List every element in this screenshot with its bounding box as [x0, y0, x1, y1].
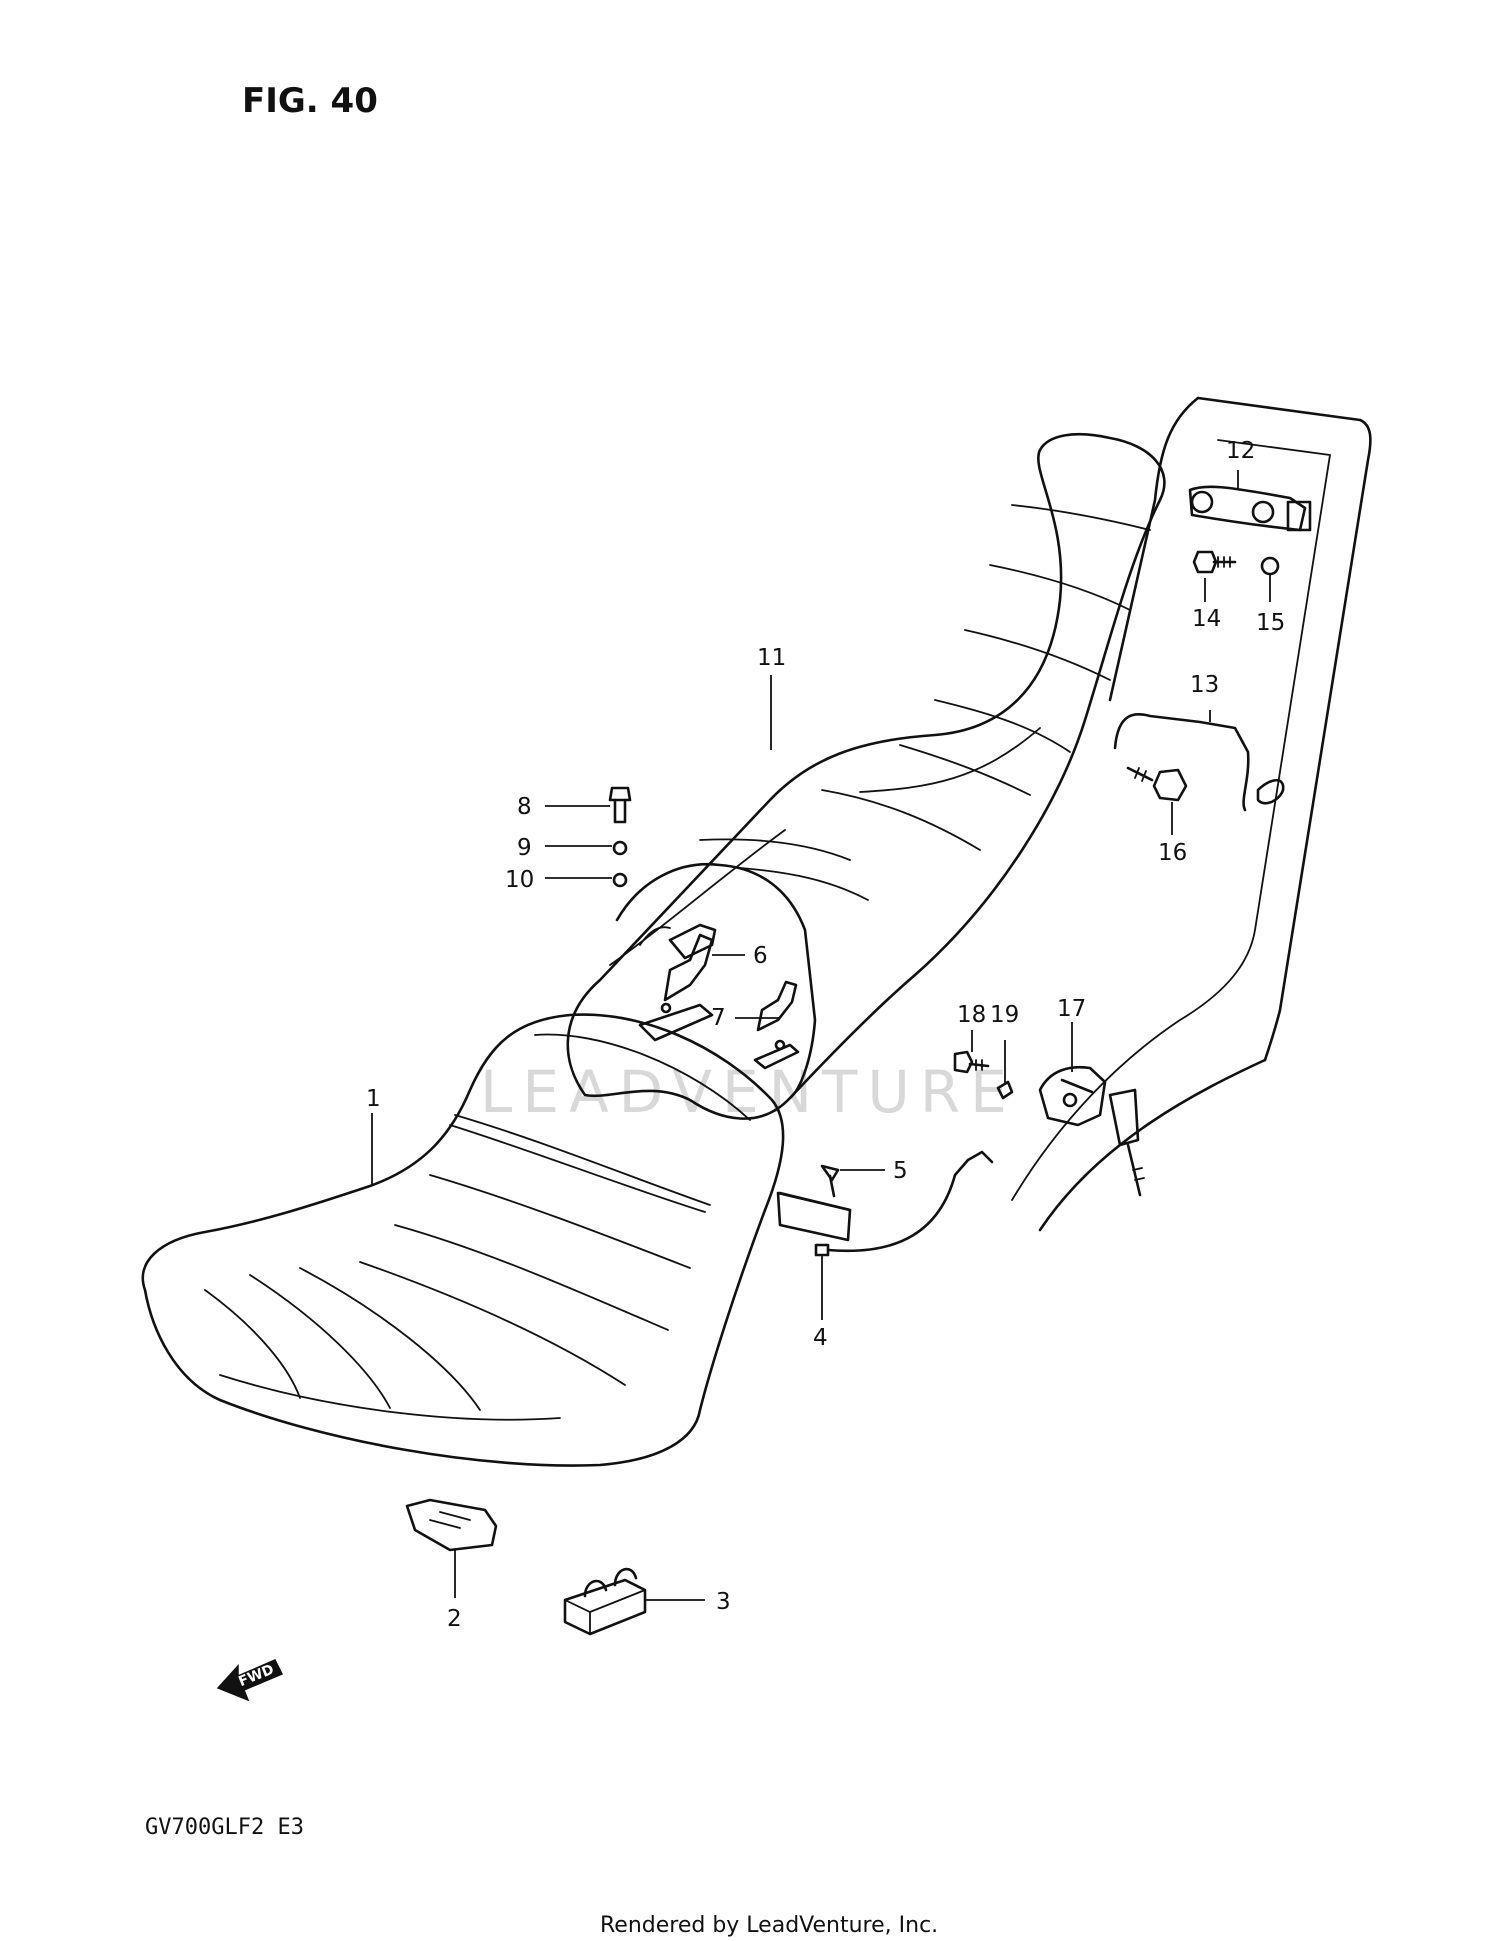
latch-bracket-part-7 [753, 980, 800, 1070]
callout-14: 14 [1192, 606, 1221, 632]
seat-lock-part-17 [1038, 1065, 1145, 1197]
pad-part-2 [405, 1498, 498, 1552]
callout-17: 17 [1057, 996, 1086, 1022]
callout-6: 6 [753, 943, 768, 969]
screw-part-5 [820, 1164, 840, 1198]
nut-part-15 [1260, 556, 1280, 576]
fwd-arrow-icon: FWD [216, 1659, 284, 1702]
callout-16: 16 [1158, 840, 1187, 866]
callout-10: 10 [505, 867, 534, 893]
callout-2: 2 [447, 1606, 462, 1632]
watermark-text: LEADVENTURE [480, 1058, 1017, 1126]
callout-7: 7 [711, 1005, 726, 1031]
cable-part-4 [776, 1150, 994, 1257]
rear-frame-outline [1011, 396, 1372, 1232]
nut-part-9 [612, 840, 628, 856]
callout-12: 12 [1226, 438, 1255, 464]
callout-8: 8 [517, 794, 532, 820]
wire-part-13 [1113, 712, 1250, 812]
callout-4: 4 [813, 1325, 828, 1351]
bolt-part-16 [1126, 766, 1188, 802]
latch-bracket-part-6 [638, 923, 717, 1042]
callout-3: 3 [716, 1589, 731, 1615]
hinge-bracket-part-12 [1188, 485, 1312, 532]
callout-5: 5 [893, 1158, 908, 1184]
callout-19: 19 [990, 1002, 1019, 1028]
render-credit: Rendered by LeadVenture, Inc. [600, 1913, 938, 1938]
bolt-part-18 [953, 1050, 990, 1074]
callout-1: 1 [366, 1086, 381, 1112]
model-code: GV700GLF2 E3 [145, 1815, 304, 1840]
callout-18: 18 [957, 1002, 986, 1028]
callout-15: 15 [1256, 610, 1285, 636]
callout-11: 11 [757, 645, 786, 671]
callout-9: 9 [517, 835, 532, 861]
bolt-part-14 [1192, 550, 1237, 574]
cushion-part-3 [563, 1567, 647, 1636]
washer-part-10 [612, 872, 628, 888]
leader-lines [371, 470, 1271, 1601]
front-seat-part-1 [141, 1013, 785, 1467]
callout-13: 13 [1190, 672, 1219, 698]
fwd-label: FWD [236, 1662, 276, 1691]
rear-seat-part-11 [566, 432, 1166, 1120]
bolt-part-8 [608, 786, 632, 824]
figure-title: FIG. 40 [242, 81, 378, 121]
